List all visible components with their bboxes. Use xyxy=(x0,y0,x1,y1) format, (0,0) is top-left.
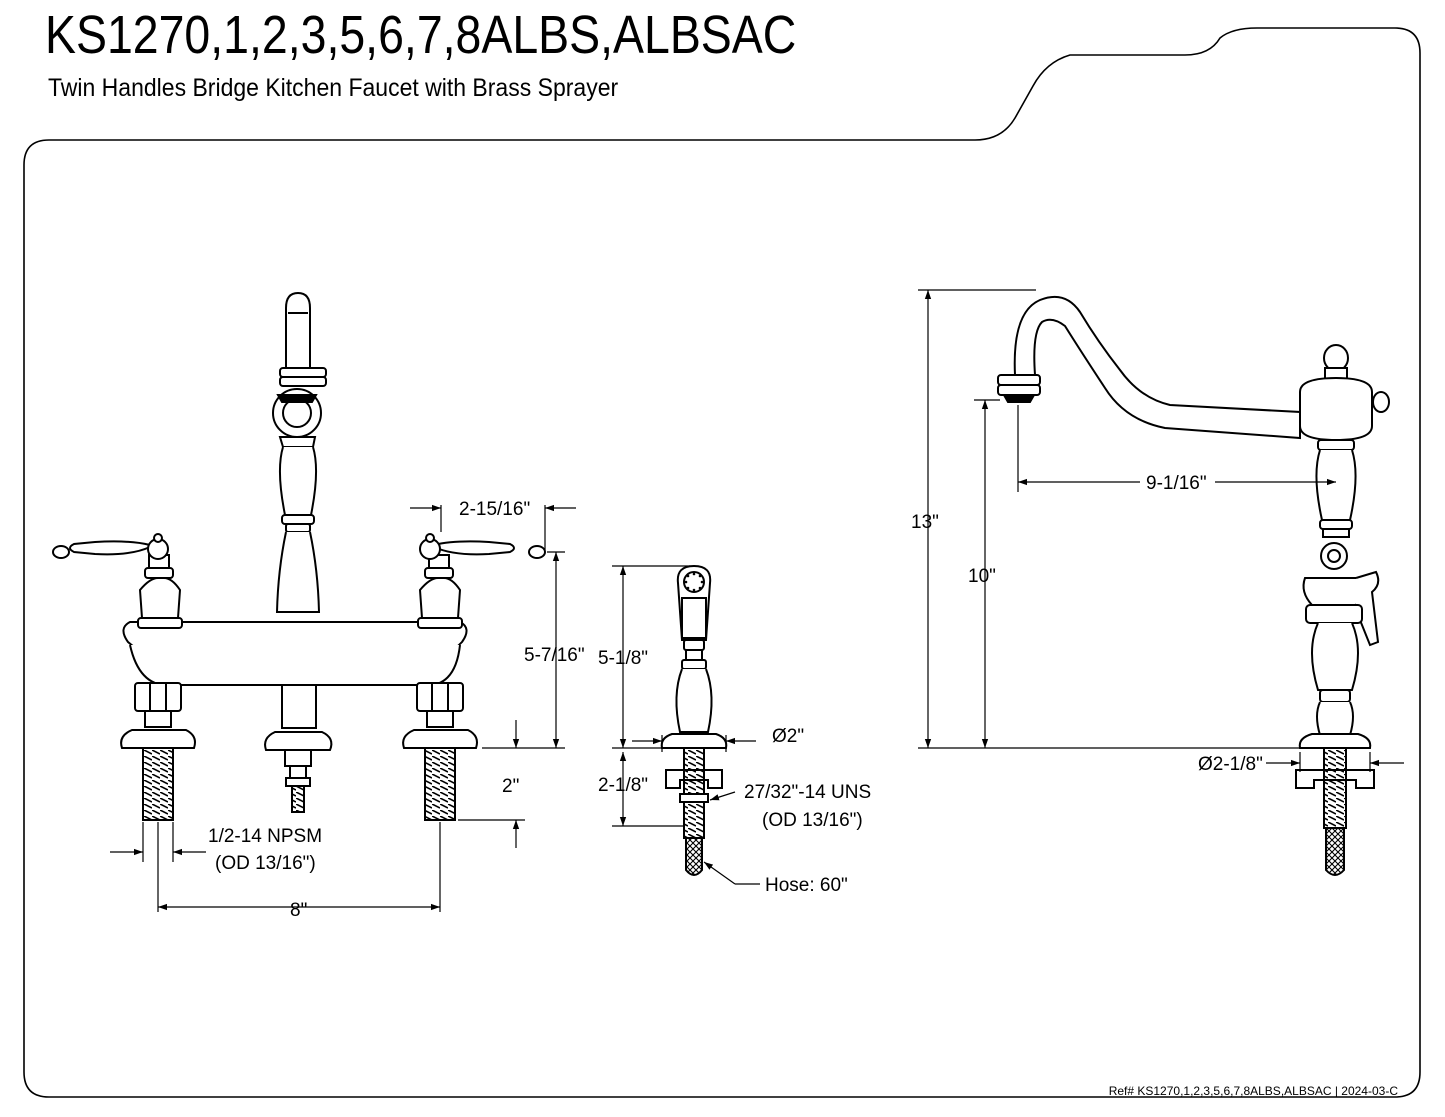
center-spread-label: 8" xyxy=(290,900,307,921)
thread-od-label: (OD 13/16") xyxy=(215,853,316,874)
page-frame xyxy=(23,27,1421,1098)
model-title: KS1270,1,2,3,5,6,7,8ALBS,ALBSAC xyxy=(45,5,797,65)
front-view-dimensions xyxy=(110,504,576,912)
handle-height-label: 5-7/16" xyxy=(524,645,585,666)
spout-reach-label: 9-1/16" xyxy=(1146,473,1207,494)
base-diameter-label: Ø2-1/8" xyxy=(1198,754,1263,775)
sprayer-labels: 5-1/8" Ø2" 2-1/8" 27/32"-14 UNS (OD 13/1… xyxy=(598,648,871,896)
sprayer-thread-od-label: (OD 13/16") xyxy=(762,810,863,831)
side-view-labels: 13" 10" 9-1/16" Ø2-1/8" xyxy=(911,473,1263,775)
sprayer-height-label: 5-1/8" xyxy=(598,648,648,669)
right-handle-valve xyxy=(402,533,546,821)
reference-number: Ref# KS1270,1,2,3,5,6,7,8ALBS,ALBSAC | 2… xyxy=(1108,1084,1398,1098)
sprayer-dimensions xyxy=(612,565,760,885)
product-description: Twin Handles Bridge Kitchen Faucet with … xyxy=(48,74,619,102)
thread-spec-label: 1/2-14 NPSM xyxy=(208,826,322,847)
overall-height-label: 13" xyxy=(911,512,939,533)
spout-height-label: 10" xyxy=(968,566,996,587)
sprayer-thread-label: 27/32"-14 UNS xyxy=(744,782,871,803)
front-view-labels: 2-15/16" 5-7/16" 2" 1/2-14 NPSM (OD 13/1… xyxy=(208,499,585,921)
side-view-dimensions xyxy=(918,289,1404,772)
sprayer-base-label: Ø2" xyxy=(772,726,804,747)
front-view-faucet xyxy=(52,291,546,821)
handle-width-label: 2-15/16" xyxy=(459,499,530,520)
left-handle-valve xyxy=(52,533,196,821)
sprayer-shank-label: 2-1/8" xyxy=(598,775,648,796)
side-view-faucet xyxy=(997,296,1390,876)
side-sprayer xyxy=(660,564,728,876)
shank-length-label: 2" xyxy=(502,776,519,797)
hose-length-label: Hose: 60" xyxy=(765,875,848,896)
